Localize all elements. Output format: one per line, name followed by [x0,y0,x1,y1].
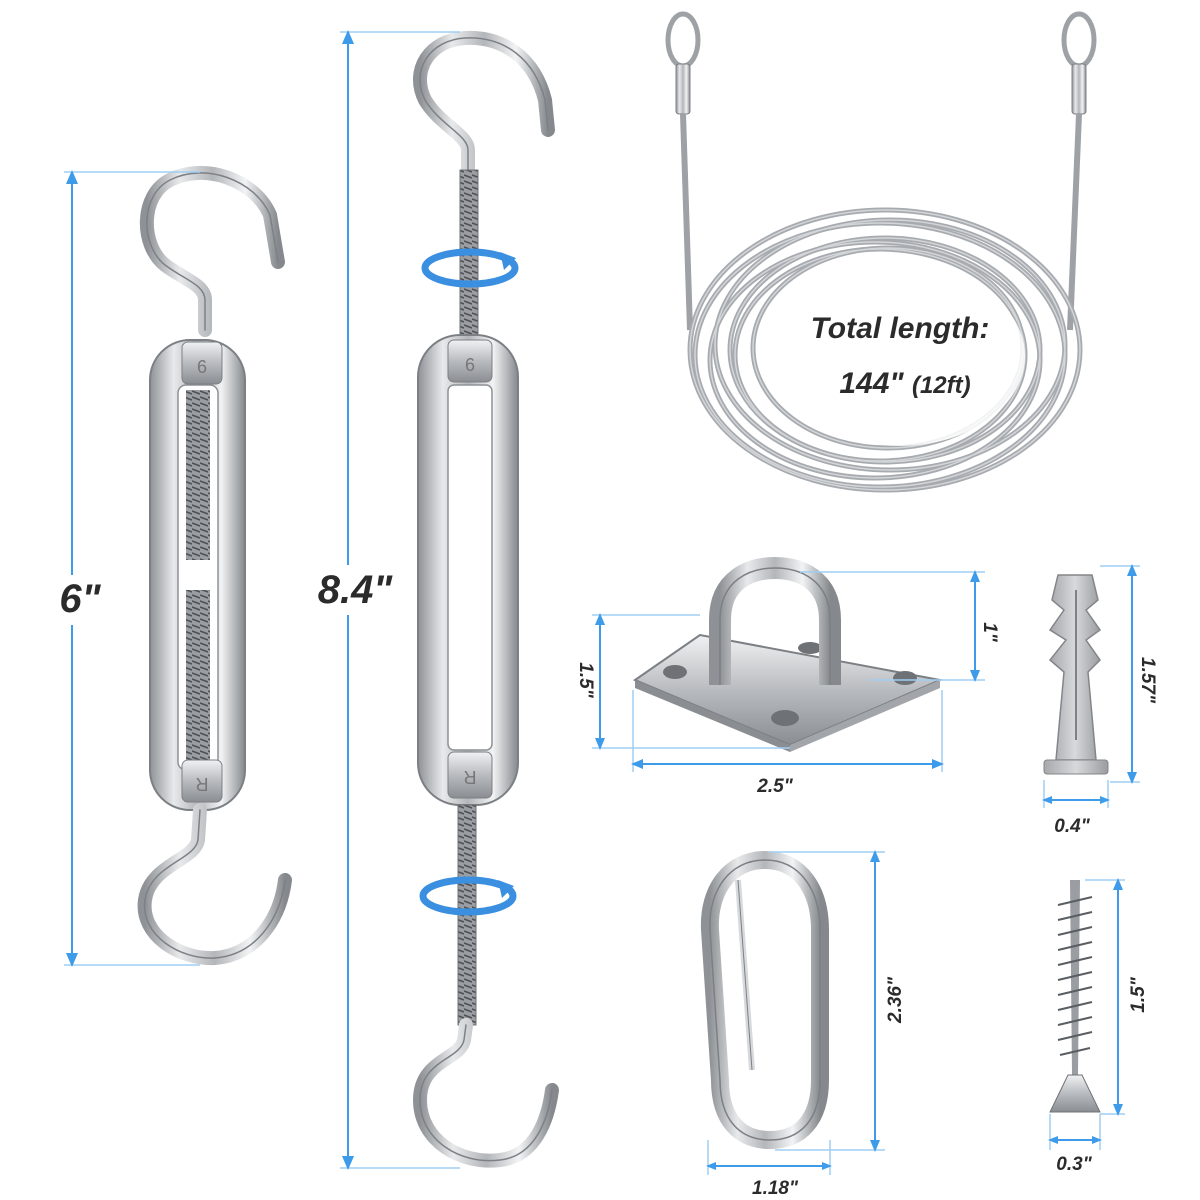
carabiner-length-label: 2.36" [885,976,906,1024]
carabiner-dimensions: 2.36" 1.18" [706,850,906,1199]
turnbuckle-small: 6 R [137,165,292,966]
anchor-dimensions: 1.57" 0.4" [1042,564,1158,837]
wall-anchor [1043,574,1109,775]
rotation-arrow-icon [419,876,517,916]
carabiner [700,850,829,1150]
turnbuckle-large-length-label: 8.4" [318,568,394,612]
turnbuckle-large-dimension: 8.4" [296,30,460,1170]
wire-cable: Total length: 144" (12ft) [665,11,1097,493]
anchor-diameter-label: 0.4" [1054,816,1090,837]
cable-length-value: 144" (12ft) [839,367,970,400]
screw-length-label: 1.5" [1128,976,1149,1012]
rotation-arrow-icon [421,248,519,288]
screw-diameter-label: 0.3" [1056,1154,1092,1175]
turnbuckle-small-length-label: 6" [59,577,101,621]
carabiner-width-label: 1.18" [752,1178,799,1199]
pad-eye-depth-label: 1.5" [575,662,596,698]
cable-length-feet: (12ft) [912,372,971,399]
turnbuckle-small-dimension: 6" [20,170,200,967]
cable-length-inches: 144" [839,367,904,400]
svg-text:6: 6 [197,357,207,377]
cable-length-title: Total length: [811,312,990,345]
pad-eye-plate [632,556,944,752]
anchor-length-label: 1.57" [1137,657,1158,704]
svg-text:R: R [464,767,477,787]
svg-text:6: 6 [465,355,475,375]
pad-eye-height-label: 1" [979,622,1000,643]
turnbuckle-large: 6 R [412,30,559,1168]
pad-eye-dimensions: 1" 1.5" 2.5" [575,570,1000,797]
svg-text:R: R [196,774,209,794]
screw-dimensions: 1.5" 0.3" [1048,878,1149,1175]
screw [1049,880,1101,1113]
pad-eye-width-label: 2.5" [756,776,793,797]
